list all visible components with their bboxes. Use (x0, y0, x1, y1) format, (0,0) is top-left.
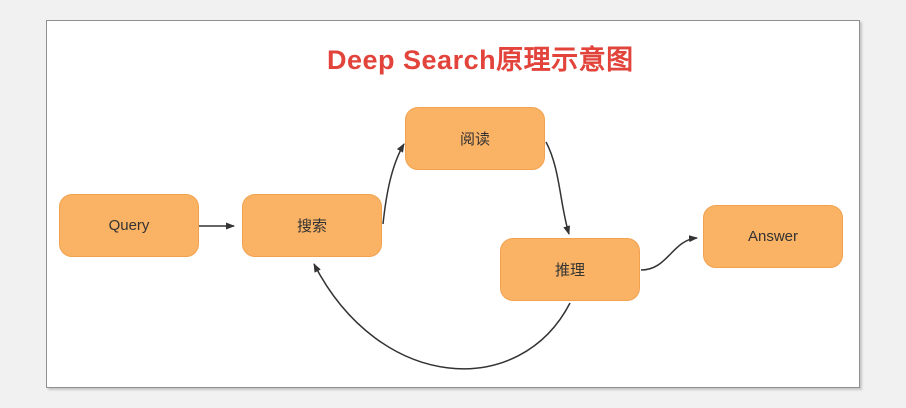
node-read[interactable]: 阅读 (405, 107, 545, 170)
node-search[interactable]: 搜索 (242, 194, 382, 257)
node-search-label: 搜索 (296, 218, 327, 235)
diagram-title: Deep Search原理示意图 (327, 45, 634, 75)
node-answer-label: Answer (747, 228, 799, 245)
node-read-label: 阅读 (459, 131, 490, 148)
node-reason[interactable]: 推理 (500, 238, 640, 301)
node-reason-label: 推理 (554, 262, 585, 279)
node-answer[interactable]: Answer (703, 205, 843, 268)
node-query-label: Query (108, 217, 150, 234)
node-query[interactable]: Query (59, 194, 199, 257)
